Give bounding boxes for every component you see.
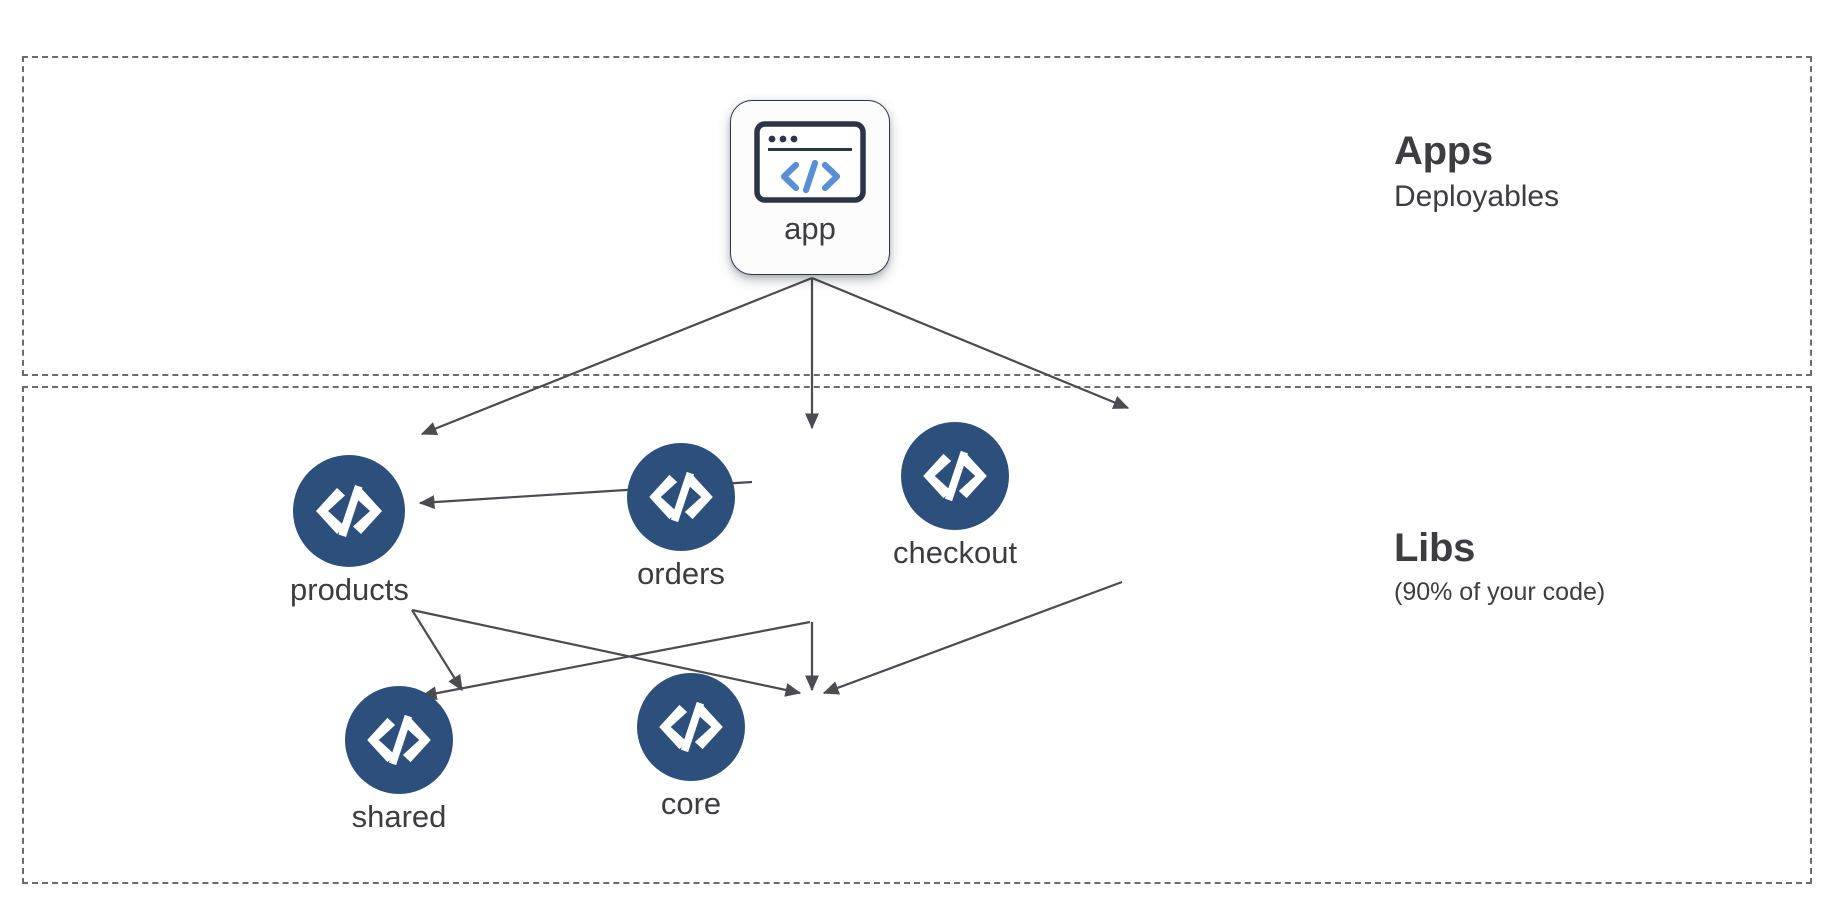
code-brackets-icon [627, 443, 735, 551]
zone-apps-caption: Apps Deployables [1394, 128, 1559, 215]
node-orders-label: orders [637, 556, 725, 591]
node-core[interactable]: core [637, 673, 745, 821]
code-brackets-icon [901, 422, 1010, 530]
code-brackets-icon [293, 455, 406, 567]
node-shared[interactable]: shared [345, 686, 453, 834]
node-orders[interactable]: orders [627, 443, 735, 591]
node-products-label: products [290, 572, 409, 607]
code-brackets-icon [345, 686, 453, 794]
code-brackets-icon [637, 673, 745, 781]
zone-libs-title: Libs [1394, 526, 1476, 570]
node-checkout-label: checkout [893, 535, 1018, 570]
zone-apps-boundary [22, 56, 1812, 376]
zone-apps-subtitle: Deployables [1394, 180, 1560, 214]
node-checkout[interactable]: checkout [893, 422, 1017, 570]
code-window-icon [754, 121, 866, 203]
zone-libs-subtitle: (90% of your code) [1394, 578, 1606, 607]
zone-libs-caption: Libs (90% of your code) [1394, 525, 1605, 608]
zone-apps-title: Apps [1394, 129, 1493, 173]
node-products[interactable]: products [290, 455, 409, 607]
node-shared-label: shared [351, 799, 447, 834]
node-app[interactable]: app [730, 100, 890, 275]
node-app-label: app [784, 211, 836, 246]
node-core-label: core [660, 786, 722, 821]
